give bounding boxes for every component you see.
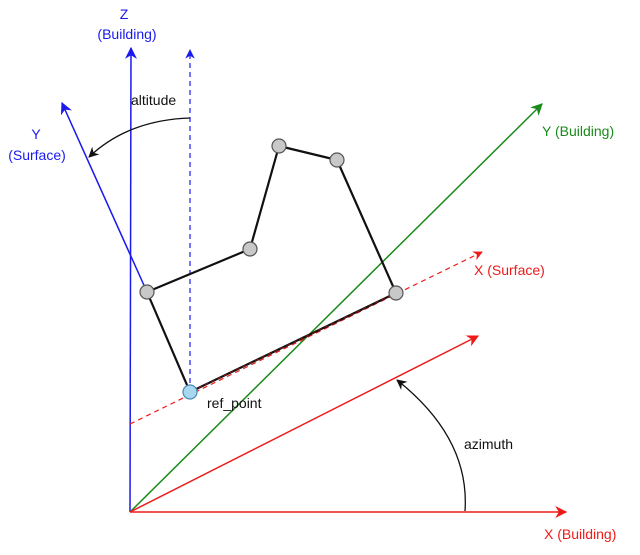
y-building-label: Y (Building) [542,123,614,139]
z-building-label-line1: Z [120,6,129,22]
x-building-label: X (Building) [544,526,616,542]
vertex-point [139,284,155,300]
vertex-point [242,241,258,257]
y-building-axis [129,103,543,513]
surface-bottom-edge-overlay [191,293,395,392]
y-surface-label-line2: (Surface) [8,147,66,163]
altitude-arc [88,117,191,158]
vertex-point [388,285,404,301]
altitude-label: altitude [131,92,176,108]
z-building-label-line2: (Building) [97,26,156,42]
z-building-axis [124,46,137,513]
vertex-point [329,152,345,168]
azimuth-label: azimuth [464,436,513,452]
x-building-rotated-axis [129,335,480,513]
y-surface-axis [60,101,148,293]
ref-point-marker [182,384,198,400]
ref-point-label: ref_point [207,395,262,411]
x-surface-label: X (Surface) [474,262,545,278]
vertex-point [271,138,287,154]
y-surface-label-line1: Y [31,126,41,142]
azimuth-arc [396,379,466,512]
